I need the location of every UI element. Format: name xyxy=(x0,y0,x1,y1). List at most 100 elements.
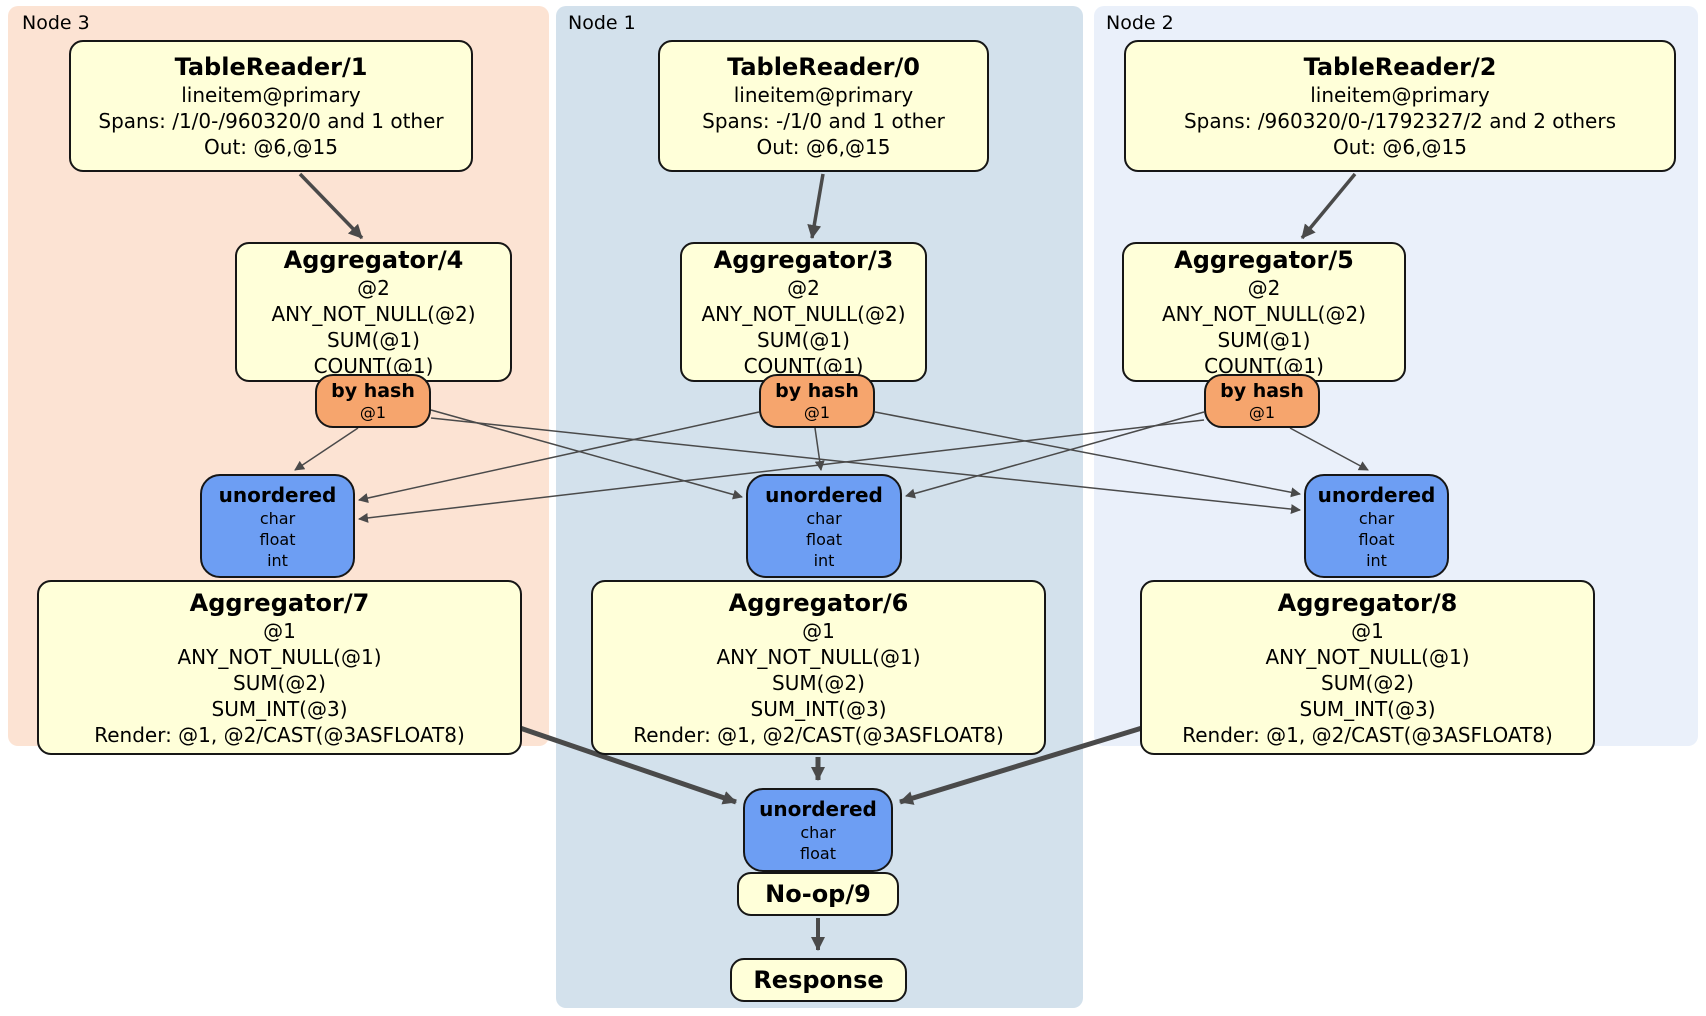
processor-tablereader-0: TableReader/0 lineitem@primary Spans: -/… xyxy=(658,40,989,172)
sync-title: unordered xyxy=(1317,482,1436,507)
edge-hash4-un1 xyxy=(430,409,743,500)
processor-detail: SUM(@1) xyxy=(757,328,850,352)
processor-noop-9: No-op/9 xyxy=(737,872,899,916)
processor-detail: lineitem@primary xyxy=(181,83,361,107)
edge-agg7-unf xyxy=(519,725,737,805)
router-by-hash-node1: by hash @1 xyxy=(759,374,875,428)
processor-aggregator-8: Aggregator/8 @1 ANY_NOT_NULL(@1) SUM(@2)… xyxy=(1140,580,1595,755)
router-title: by hash xyxy=(1220,380,1304,402)
processor-detail: @2 xyxy=(357,276,390,300)
processor-detail: SUM(@1) xyxy=(327,328,420,352)
router-title: by hash xyxy=(331,380,415,402)
router-by-hash-node2: by hash @1 xyxy=(1204,374,1320,428)
sync-column-type: char xyxy=(259,508,296,528)
processor-title: Response xyxy=(753,966,884,994)
sync-column-type: char xyxy=(1358,508,1395,528)
sync-title: unordered xyxy=(759,797,877,821)
processor-aggregator-6: Aggregator/6 @1 ANY_NOT_NULL(@1) SUM(@2)… xyxy=(591,580,1046,755)
processor-detail: SUM_INT(@3) xyxy=(750,696,887,721)
sync-unordered-node1: unordered char float int xyxy=(746,474,902,578)
edge-tr1-agg4 xyxy=(298,172,364,240)
processor-detail: Out: @6,@15 xyxy=(204,135,338,159)
sync-column-type: char xyxy=(806,508,842,528)
processor-detail: Spans: /960320/0-/1792327/2 and 2 others xyxy=(1183,109,1616,133)
sync-column-type: float xyxy=(800,844,836,863)
processor-detail: ANY_NOT_NULL(@1) xyxy=(1265,644,1470,669)
processor-title: No-op/9 xyxy=(765,880,871,908)
sync-column-type: int xyxy=(1366,550,1387,570)
processor-title: Aggregator/8 xyxy=(1277,588,1458,617)
processor-title: TableReader/1 xyxy=(174,53,368,81)
processor-detail: @1 xyxy=(802,618,835,643)
processor-detail: @1 xyxy=(263,618,296,643)
processor-title: TableReader/0 xyxy=(727,53,920,81)
sync-column-type: float xyxy=(259,529,296,549)
edge-hash4-un3 xyxy=(294,427,359,471)
node3-label: Node 3 xyxy=(22,12,90,34)
processor-detail: Render: @1, @2/CAST(@3ASFLOAT8) xyxy=(1182,722,1553,747)
processor-detail: @2 xyxy=(787,276,820,300)
edge-hash5-un3 xyxy=(358,419,1205,523)
node2-label: Node 2 xyxy=(1106,12,1174,34)
processor-detail: Spans: -/1/0 and 1 other xyxy=(702,109,945,133)
processor-title: Aggregator/3 xyxy=(713,246,894,274)
processor-title: Aggregator/6 xyxy=(728,588,909,617)
processor-detail: SUM(@1) xyxy=(1217,328,1311,352)
router-key: @1 xyxy=(803,403,831,422)
processor-detail: @2 xyxy=(1247,276,1281,300)
processor-detail: lineitem@primary xyxy=(1310,83,1490,107)
edge-tr0-agg3 xyxy=(807,173,825,239)
edge-agg8-unf xyxy=(899,725,1143,805)
processor-detail: SUM_INT(@3) xyxy=(1299,696,1436,721)
edge-hash5-un2 xyxy=(1289,427,1369,471)
processor-detail: ANY_NOT_NULL(@2) xyxy=(701,302,906,326)
processor-title: TableReader/2 xyxy=(1303,53,1497,81)
processor-detail: SUM(@2) xyxy=(233,670,326,695)
edge-hash3-un3 xyxy=(358,411,760,503)
processor-detail: Out: @6,@15 xyxy=(756,135,891,159)
edge-hash5-un1 xyxy=(905,411,1205,499)
sync-column-type: float xyxy=(806,529,842,549)
processor-detail: lineitem@primary xyxy=(733,83,914,107)
processor-tablereader-1: TableReader/1 lineitem@primary Spans: /1… xyxy=(69,40,473,172)
processor-aggregator-7: Aggregator/7 @1 ANY_NOT_NULL(@1) SUM(@2)… xyxy=(37,580,522,755)
sync-column-type: int xyxy=(267,550,288,570)
processor-detail: SUM(@2) xyxy=(1321,670,1414,695)
processor-title: Aggregator/4 xyxy=(283,246,464,274)
sync-title: unordered xyxy=(765,482,883,507)
processor-detail: ANY_NOT_NULL(@2) xyxy=(1162,302,1366,326)
processor-title: Aggregator/5 xyxy=(1174,246,1354,274)
sync-title: unordered xyxy=(218,482,337,507)
sync-unordered-node3: unordered char float int xyxy=(200,474,355,578)
processor-detail: Out: @6,@15 xyxy=(1333,135,1467,159)
router-title: by hash xyxy=(775,380,859,402)
edge-tr2-agg5 xyxy=(1300,172,1357,240)
sync-unordered-final: unordered char float xyxy=(743,788,893,872)
processor-detail: ANY_NOT_NULL(@1) xyxy=(177,644,382,669)
processor-aggregator-5: Aggregator/5 @2 ANY_NOT_NULL(@2) SUM(@1)… xyxy=(1122,242,1406,382)
processor-detail: @1 xyxy=(1351,618,1384,643)
sync-column-type: float xyxy=(1358,529,1395,549)
processor-aggregator-3: Aggregator/3 @2 ANY_NOT_NULL(@2) SUM(@1)… xyxy=(680,242,927,382)
processor-detail: ANY_NOT_NULL(@1) xyxy=(716,644,921,669)
edge-hash3-un1 xyxy=(814,427,825,471)
router-key: @1 xyxy=(1248,403,1276,422)
processor-detail: SUM(@2) xyxy=(772,670,865,695)
processor-title: Aggregator/7 xyxy=(189,588,370,617)
processor-detail: Spans: /1/0-/960320/0 and 1 other xyxy=(98,109,444,133)
edge-hash3-un2 xyxy=(874,411,1301,498)
processor-detail: Render: @1, @2/CAST(@3ASFLOAT8) xyxy=(633,722,1004,747)
processor-aggregator-4: Aggregator/4 @2 ANY_NOT_NULL(@2) SUM(@1)… xyxy=(235,242,512,382)
sync-column-type: char xyxy=(800,823,836,842)
router-key: @1 xyxy=(359,403,387,422)
node1-label: Node 1 xyxy=(568,12,636,34)
edge-hash4-un2 xyxy=(430,417,1301,515)
sync-column-type: int xyxy=(813,550,835,570)
processor-tablereader-2: TableReader/2 lineitem@primary Spans: /9… xyxy=(1124,40,1676,172)
processor-detail: Render: @1, @2/CAST(@3ASFLOAT8) xyxy=(94,722,465,747)
response-node: Response xyxy=(730,958,907,1002)
processor-detail: ANY_NOT_NULL(@2) xyxy=(271,302,476,326)
processor-detail: SUM_INT(@3) xyxy=(211,696,348,721)
